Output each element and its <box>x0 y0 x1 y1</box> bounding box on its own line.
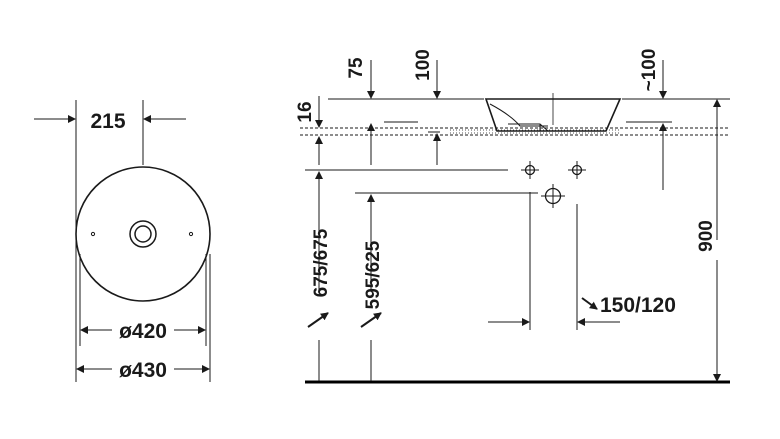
label-d420: ø420 <box>119 320 167 343</box>
label-right100: ~100 <box>639 49 660 92</box>
label-675: 675/675 <box>311 228 332 297</box>
label-900: 900 <box>696 220 717 252</box>
mounting-hole-right <box>188 231 194 237</box>
mounting-hole-left <box>90 231 96 237</box>
drain-inner <box>134 225 152 243</box>
label-150: 150/120 <box>600 294 676 317</box>
label-215: 215 <box>90 110 125 133</box>
label-d430: ø430 <box>119 359 167 382</box>
label-75: 75 <box>346 57 367 79</box>
dim-595-leader <box>360 312 382 328</box>
supply-valve-left <box>521 161 539 179</box>
label-595: 595/625 <box>363 240 384 309</box>
dim-675-leader <box>307 312 329 328</box>
side-view <box>300 60 730 384</box>
supply-valve-right <box>568 161 586 179</box>
drain-outer <box>129 220 157 248</box>
label-16: 16 <box>295 101 316 122</box>
waste-connection <box>541 184 565 208</box>
basin-inner-curve <box>489 103 548 127</box>
dim-150-leader <box>581 297 598 310</box>
top-view <box>34 100 211 382</box>
label-100: 100 <box>413 49 434 81</box>
